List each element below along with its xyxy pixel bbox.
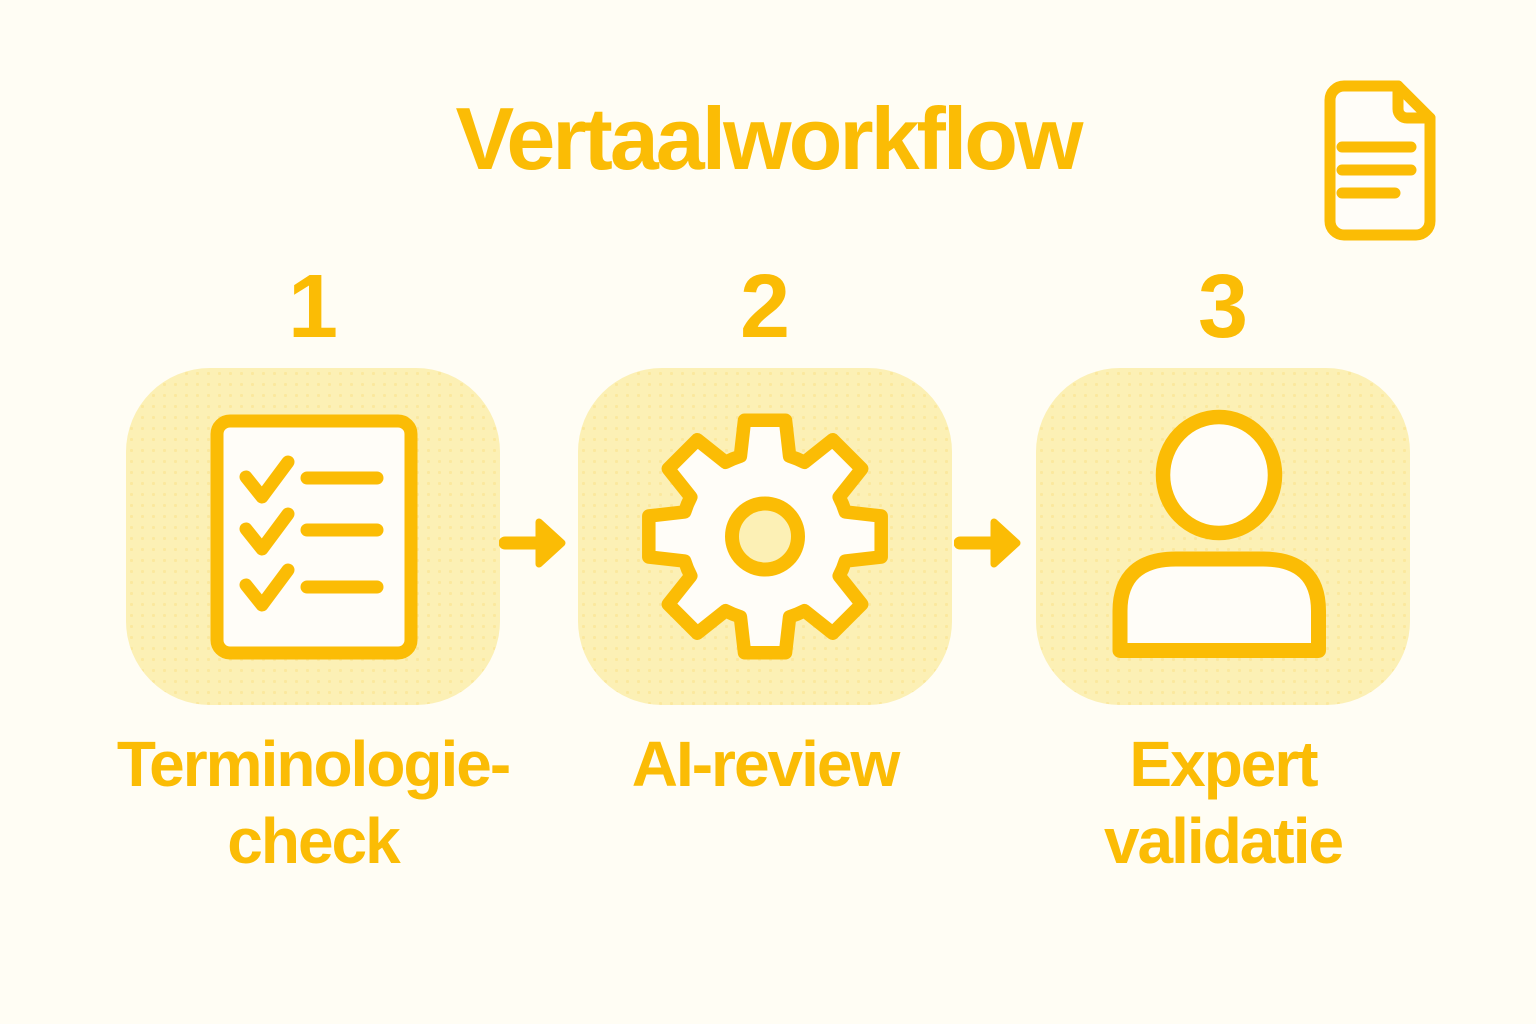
step-label: Expert validatie <box>1103 728 1344 877</box>
step-number: 1 <box>287 257 339 357</box>
step-label: Terminologie- check <box>116 728 511 877</box>
checklist-icon <box>210 414 418 660</box>
step-label: AI-review <box>631 728 901 800</box>
step-number: 2 <box>739 257 791 357</box>
step-1: 1 Terminologie- check <box>117 0 511 1024</box>
step-card <box>578 368 952 705</box>
document-icon <box>1324 80 1436 241</box>
gear-icon <box>642 413 888 660</box>
arrow-right-icon <box>499 518 566 568</box>
page-title: Vertaalworkflow <box>455 89 1083 188</box>
step-card <box>1036 368 1410 705</box>
step-card <box>126 368 500 705</box>
arrow-right-icon <box>954 518 1021 568</box>
person-icon <box>1112 409 1326 658</box>
step-number: 3 <box>1197 257 1249 357</box>
step-3: 3 Expert validatie <box>1036 0 1410 1024</box>
step-2: 2 AI-review <box>578 0 952 1024</box>
